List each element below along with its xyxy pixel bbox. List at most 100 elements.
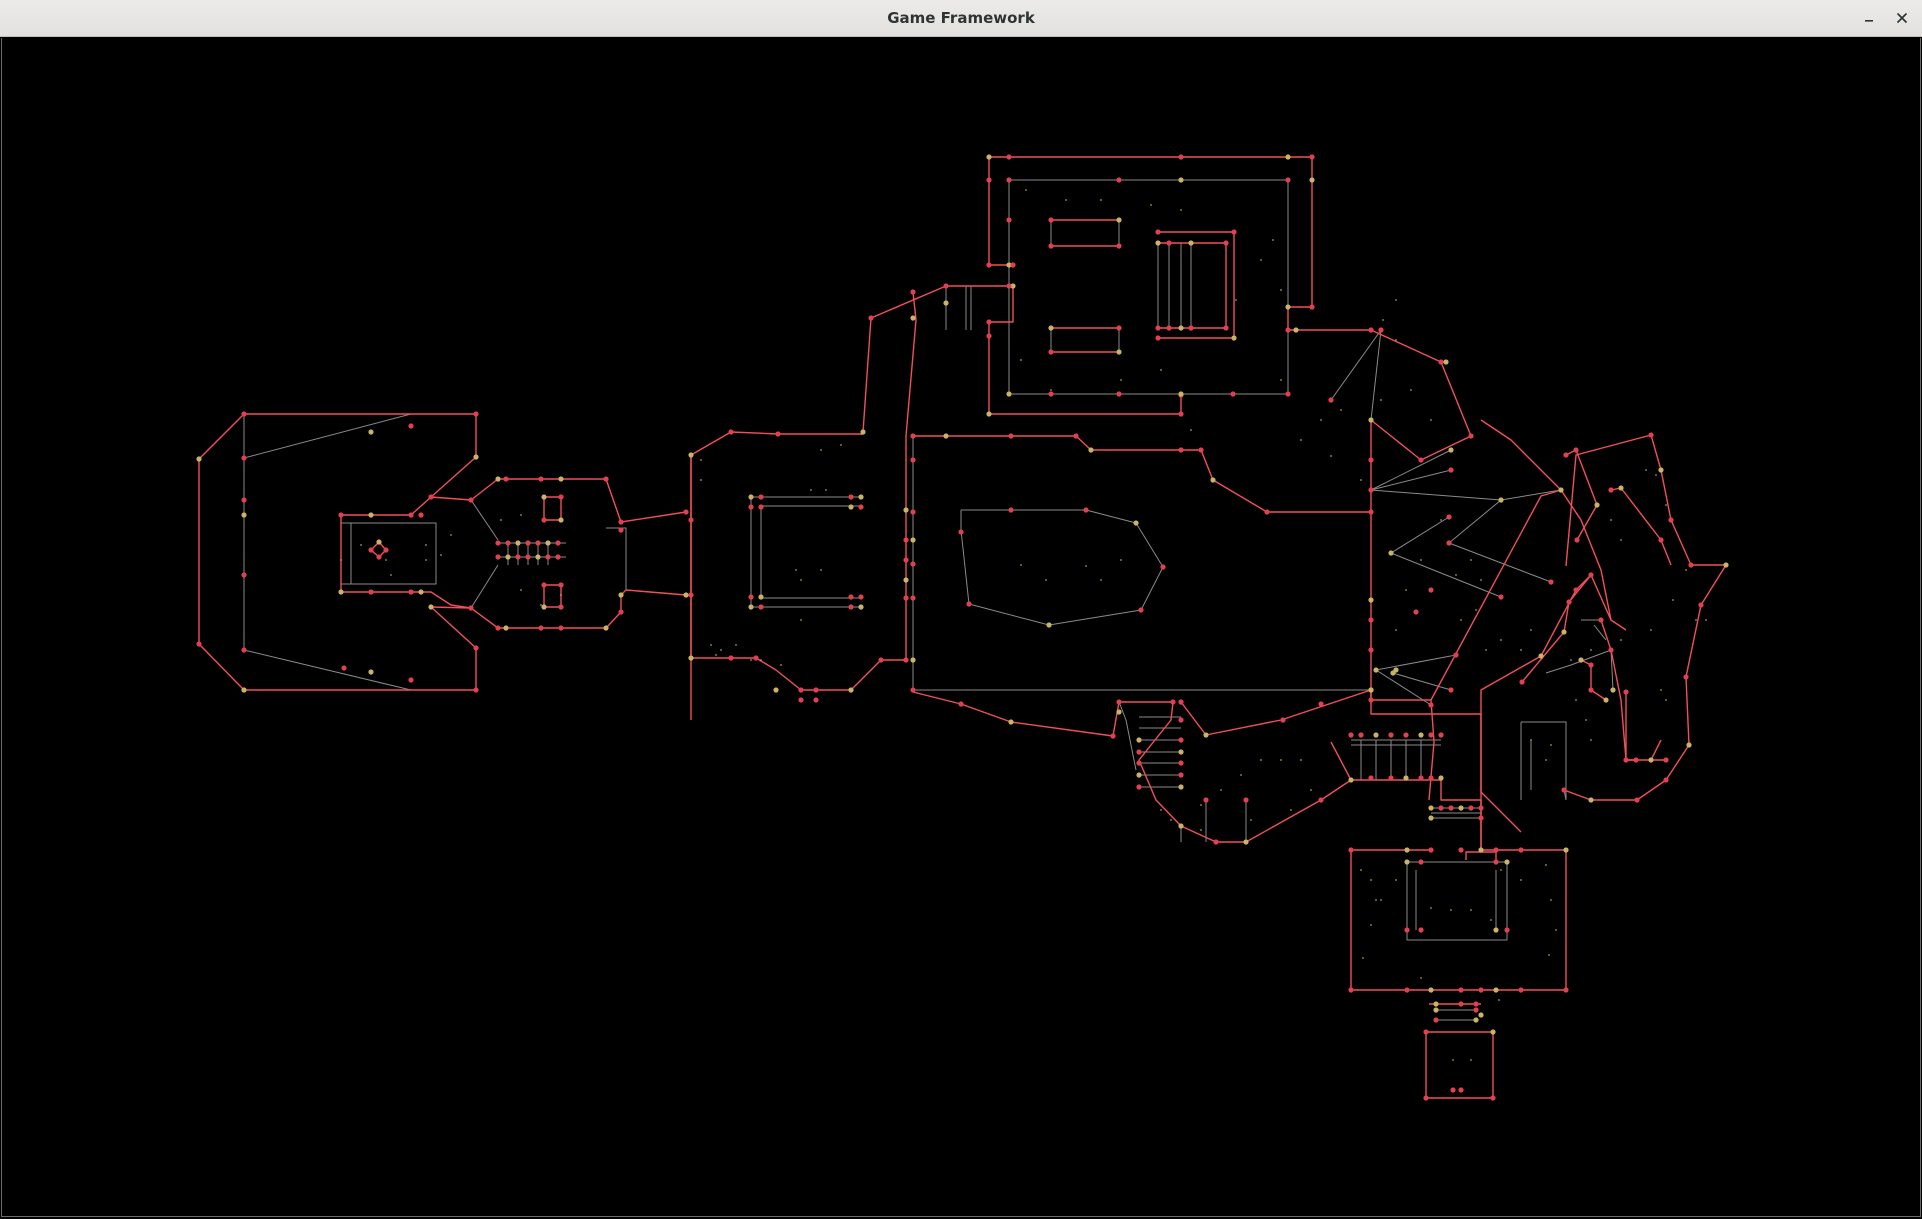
vertex-marker (408, 677, 414, 683)
thing-marker (1395, 299, 1397, 301)
vertex-marker (1519, 679, 1525, 685)
thing-marker (1498, 999, 1500, 1001)
vertex-marker (545, 540, 551, 546)
vertex-marker (910, 509, 916, 515)
vertex-marker (1178, 784, 1184, 790)
vertex-marker (468, 605, 474, 611)
vertex-marker (503, 476, 509, 482)
thing-marker (1660, 689, 1662, 691)
wall-line (340, 515, 687, 629)
thing-marker (1665, 699, 1667, 701)
vertex-marker (1116, 699, 1122, 705)
vertex-marker (1166, 325, 1172, 331)
vertex-marker (1178, 154, 1184, 160)
vertex-marker (1518, 987, 1524, 993)
thing-marker (1220, 789, 1222, 791)
vertex-marker (1160, 564, 1166, 570)
vertex-marker (943, 433, 949, 439)
two-sided-lines (243, 179, 1614, 1021)
two-sided-line (470, 564, 499, 609)
two-sided-line (1406, 861, 1508, 941)
two-sided-line (1330, 329, 1382, 401)
vertex-marker (1428, 805, 1434, 811)
vertex-marker (1116, 217, 1122, 223)
vertex-marker (1368, 697, 1374, 703)
thing-marker (1370, 879, 1372, 881)
vertex-marker (1573, 447, 1579, 453)
thing-marker (1360, 479, 1362, 481)
vertex-marker (555, 540, 561, 546)
wall-line (989, 156, 1313, 308)
thing-marker (800, 579, 802, 581)
game-viewport[interactable] (1, 38, 1921, 1217)
vertex-marker (1318, 701, 1324, 707)
vertex-marker (1504, 859, 1510, 865)
thing-marker (1545, 864, 1547, 866)
vertex-marker (618, 592, 624, 598)
vertex-marker (1116, 177, 1122, 183)
two-sided-line (1370, 469, 1452, 491)
vertex-marker (1683, 674, 1689, 680)
thing-marker (1045, 579, 1047, 581)
vertex-marker (1285, 304, 1291, 310)
vertex-marker (1493, 847, 1499, 853)
title-bar[interactable]: Game Framework (0, 0, 1922, 37)
thing-marker (1340, 409, 1342, 411)
vertex-marker (538, 476, 544, 482)
vertex-marker (1558, 487, 1564, 493)
thing-marker (1330, 455, 1332, 457)
vertex-marker (558, 494, 564, 500)
thing-marker (1570, 659, 1572, 661)
minimize-button[interactable] (1858, 7, 1880, 29)
vertex-marker (1438, 359, 1444, 365)
vertex-marker (1231, 335, 1237, 341)
thing-marker (1020, 564, 1022, 566)
vertex-marker (1048, 325, 1054, 331)
vertex-marker (541, 517, 547, 523)
vertex-marker (1178, 772, 1184, 778)
thing-marker (1480, 579, 1482, 581)
thing-marker (1020, 359, 1022, 361)
vertex-marker (1285, 327, 1291, 333)
thing-marker (1705, 619, 1707, 621)
vertex-marker (858, 494, 864, 500)
wall-line (198, 459, 477, 691)
vertex-marker (1723, 562, 1729, 568)
vertex-marker (1373, 667, 1379, 673)
vertex-marker (1388, 550, 1394, 556)
vertex-marker (1428, 587, 1434, 593)
thing-marker (1420, 977, 1422, 979)
two-sided-line (1375, 654, 1457, 671)
vertex-marker (1428, 847, 1434, 853)
vertex-marker (688, 452, 694, 458)
wall-line (1563, 434, 1727, 801)
two-sided-line (1521, 721, 1567, 800)
wall-line (1180, 689, 1372, 736)
vertex-marker (1116, 391, 1122, 397)
vertex-marker (910, 289, 916, 295)
close-button[interactable] (1891, 7, 1913, 29)
vertex-marker (1493, 987, 1499, 993)
thing-marker (735, 644, 737, 646)
vertex-marker (798, 697, 804, 703)
thing-marker (1500, 639, 1502, 641)
window-title: Game Framework (887, 9, 1035, 27)
thing-marker (1585, 719, 1587, 721)
vertex-marker (1243, 839, 1249, 845)
thing-marker (1120, 379, 1122, 381)
vertex-marker (196, 456, 202, 462)
vertex-marker (1448, 447, 1454, 453)
thing-marker (1380, 399, 1382, 401)
automap[interactable] (2, 38, 1920, 1216)
thing-marker (1160, 369, 1162, 371)
vertex-marker (1588, 662, 1594, 668)
thing-marker (1050, 389, 1052, 391)
wall-line (1370, 600, 1522, 833)
vertex-marker (1588, 797, 1594, 803)
vertex-marker (903, 507, 909, 513)
vertex-marker (1634, 797, 1640, 803)
vertex-marker (986, 319, 992, 325)
vertex-marker (505, 540, 511, 546)
vertex-marker (910, 315, 916, 321)
